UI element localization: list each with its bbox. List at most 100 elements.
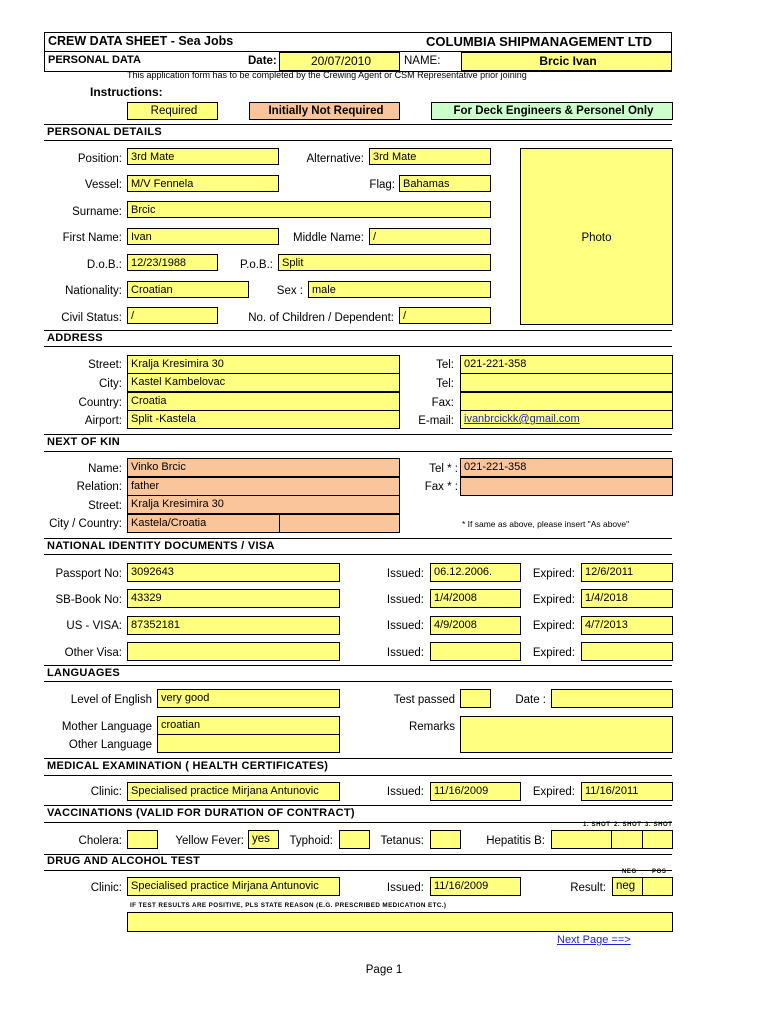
email-link[interactable]: ivanbrcickk@gmail.com xyxy=(464,413,580,425)
drug-result-pos-field[interactable] xyxy=(642,877,673,896)
separator xyxy=(44,775,672,776)
date-label: Date: xyxy=(248,55,277,67)
other-visa-issued-field[interactable] xyxy=(430,642,521,661)
mother-language-label: Mother Language xyxy=(61,721,152,733)
fax-label: Fax: xyxy=(431,397,454,409)
kin-relation-field[interactable]: father xyxy=(127,477,400,496)
us-visa-label: US - VISA: xyxy=(66,620,122,632)
street-field[interactable]: Kralja Kresimira 30 xyxy=(127,355,400,374)
sb-book-expired-field[interactable]: 1/4/2018 xyxy=(581,589,673,608)
tel-field[interactable]: 021-221-358 xyxy=(460,355,673,374)
first-name-field[interactable]: Ivan xyxy=(127,228,279,245)
vessel-field[interactable]: M/V Fennela xyxy=(127,175,279,192)
nationality-field[interactable]: Croatian xyxy=(127,281,249,298)
medical-clinic-field[interactable]: Specialised practice Mirjana Antunovic xyxy=(127,782,340,801)
drug-clinic-field[interactable]: Specialised practice Mirjana Antunovic xyxy=(127,877,340,896)
alternative-field[interactable]: 3rd Mate xyxy=(369,148,491,165)
medical-expired-field[interactable]: 11/16/2011 xyxy=(581,782,673,801)
next-page-link[interactable]: Next Page ==> xyxy=(557,934,631,946)
hepatitis-shot-1-field[interactable] xyxy=(551,830,612,849)
separator xyxy=(44,665,672,666)
drug-issued-field[interactable]: 11/16/2009 xyxy=(430,877,521,896)
us-visa-issued-field[interactable]: 4/9/2008 xyxy=(430,616,521,635)
us-visa-number-field[interactable]: 87352181 xyxy=(127,616,340,635)
section-personal-details: PERSONAL DETAILS xyxy=(47,126,163,138)
pob-field[interactable]: Split xyxy=(278,254,491,271)
test-date-field[interactable] xyxy=(551,689,673,708)
flag-field[interactable]: Bahamas xyxy=(399,175,491,192)
other-visa-expired-field[interactable] xyxy=(581,642,673,661)
passport-number-field[interactable]: 3092643 xyxy=(127,563,340,582)
alternative-label: Alternative: xyxy=(306,153,364,165)
street-label: Street: xyxy=(88,359,122,371)
separator xyxy=(44,805,672,806)
separator xyxy=(44,870,672,871)
fax-field[interactable] xyxy=(460,392,673,411)
separator xyxy=(44,140,672,141)
medical-expired-label: Expired: xyxy=(532,786,575,798)
sb-book-number-field[interactable]: 43329 xyxy=(127,589,340,608)
children-field[interactable]: / xyxy=(399,307,491,324)
drug-reason-field[interactable] xyxy=(127,912,673,932)
instructions-title: Instructions: xyxy=(90,85,163,99)
middle-name-field[interactable]: / xyxy=(369,228,491,245)
remarks-field[interactable] xyxy=(460,716,673,753)
legend-initially-not-required: Initially Not Required xyxy=(249,102,400,120)
remarks-label: Remarks xyxy=(408,721,455,733)
yellow-fever-field[interactable]: yes xyxy=(248,830,279,849)
shot-3-header: 3. SHOT xyxy=(645,822,673,828)
cholera-field[interactable] xyxy=(127,830,158,849)
country-field[interactable]: Croatia xyxy=(127,392,400,411)
dob-field[interactable]: 12/23/1988 xyxy=(127,254,218,271)
sex-field[interactable]: male xyxy=(308,281,491,298)
kin-street-field[interactable]: Kralja Kresimira 30 xyxy=(127,495,400,514)
us-visa-expired-label: Expired: xyxy=(532,620,575,632)
position-field[interactable]: 3rd Mate xyxy=(127,148,279,165)
personal-data-label: PERSONAL DATA xyxy=(48,54,141,66)
tel2-field[interactable] xyxy=(460,373,673,392)
hepatitis-shot-3-field[interactable] xyxy=(642,830,673,849)
passport-issued-field[interactable]: 06.12.2006. xyxy=(430,563,521,582)
tetanus-field[interactable] xyxy=(430,830,461,849)
pob-label: P.o.B.: xyxy=(239,259,273,271)
sex-label: Sex : xyxy=(276,285,303,297)
legend-required: Required xyxy=(127,102,218,120)
title-main: CREW DATA SHEET xyxy=(48,34,168,48)
airport-field[interactable]: Split -Kastela xyxy=(127,410,400,429)
typhoid-field[interactable] xyxy=(339,830,370,849)
kin-city-extra-field[interactable] xyxy=(279,514,400,533)
sb-book-issued-field[interactable]: 1/4/2008 xyxy=(430,589,521,608)
header-divider xyxy=(44,51,672,52)
city-field[interactable]: Kastel Kambelovac xyxy=(127,373,400,392)
other-visa-number-field[interactable] xyxy=(127,642,340,661)
name-field[interactable]: Brcic Ivan xyxy=(461,52,672,71)
hepatitis-shot-2-field[interactable] xyxy=(611,830,643,849)
medical-issued-field[interactable]: 11/16/2009 xyxy=(430,782,521,801)
separator xyxy=(44,330,672,331)
drug-result-neg-field[interactable]: neg xyxy=(612,877,643,896)
surname-field[interactable]: Brcic xyxy=(127,201,491,218)
passport-expired-field[interactable]: 12/6/2011 xyxy=(581,563,673,582)
date-field[interactable]: 20/07/2010 xyxy=(279,52,400,71)
kin-fax-field[interactable] xyxy=(460,477,673,496)
position-label: Position: xyxy=(77,153,122,165)
kin-city-field[interactable]: Kastela/Croatia xyxy=(127,514,280,533)
civil-status-field[interactable]: / xyxy=(127,307,218,324)
kin-name-field[interactable]: Vinko Brcic xyxy=(127,458,400,477)
kin-tel-field[interactable]: 021-221-358 xyxy=(460,458,673,477)
kin-name-label: Name: xyxy=(88,463,122,475)
sb-book-issued-label: Issued: xyxy=(386,594,424,606)
other-visa-label: Other Visa: xyxy=(64,647,122,659)
page-number: Page 1 xyxy=(365,964,403,976)
section-vaccinations: VACCINATIONS (VALID FOR DURATION OF CONT… xyxy=(47,807,355,819)
country-label: Country: xyxy=(78,397,122,409)
us-visa-expired-field[interactable]: 4/7/2013 xyxy=(581,616,673,635)
english-level-field[interactable]: very good xyxy=(157,689,340,708)
photo-box[interactable] xyxy=(520,148,673,325)
tetanus-label: Tetanus: xyxy=(380,835,424,847)
email-field[interactable]: ivanbrcickk@gmail.com xyxy=(460,410,673,429)
mother-language-field[interactable]: croatian xyxy=(157,716,340,735)
test-passed-field[interactable] xyxy=(460,689,491,708)
other-language-field[interactable] xyxy=(157,734,340,753)
